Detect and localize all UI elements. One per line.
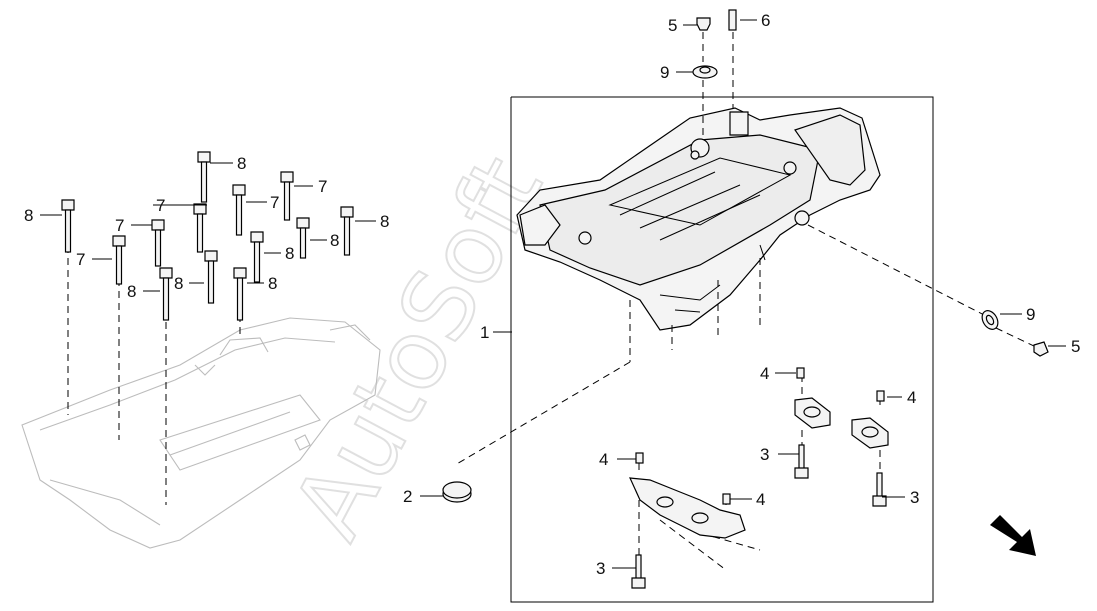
callout-7-b: 7 bbox=[270, 193, 279, 212]
callout-4-c: 4 bbox=[599, 450, 608, 469]
bolt-long bbox=[340, 206, 376, 256]
callout-9-right: 9 bbox=[1026, 305, 1035, 324]
plug-top bbox=[696, 17, 711, 31]
bolts-7-8-group bbox=[40, 151, 376, 321]
bolts-3 bbox=[631, 444, 887, 589]
bolt-long bbox=[189, 250, 218, 304]
callout-4-d: 4 bbox=[756, 490, 765, 509]
watermark-text: AutoSoft bbox=[271, 139, 563, 556]
callout-3-a: 3 bbox=[760, 445, 769, 464]
callout-3-b: 3 bbox=[910, 488, 919, 507]
cylinder-head bbox=[516, 107, 881, 331]
expansion-plug bbox=[442, 481, 472, 503]
seal-right bbox=[981, 310, 999, 330]
callout-7-e: 7 bbox=[76, 250, 85, 269]
arrow-down-right-icon bbox=[990, 515, 1036, 556]
callout-8-g: 8 bbox=[268, 274, 277, 293]
bearing-cap-a bbox=[794, 397, 831, 429]
bolt-long bbox=[153, 203, 207, 253]
bearing-cap-b bbox=[851, 417, 889, 449]
callout-9-top: 9 bbox=[660, 63, 669, 82]
callout-2: 2 bbox=[403, 487, 412, 506]
bolt-long bbox=[232, 184, 267, 236]
callout-6: 6 bbox=[761, 11, 770, 30]
bolt-long bbox=[197, 151, 233, 203]
callout-8-f: 8 bbox=[174, 274, 183, 293]
watermark: AutoSoft bbox=[270, 138, 564, 557]
bearing-cap-c bbox=[629, 477, 746, 539]
seal-top bbox=[692, 65, 718, 79]
callout-1: 1 bbox=[480, 323, 489, 342]
bolt-long bbox=[131, 219, 165, 267]
bolt-long bbox=[233, 267, 264, 321]
bolt-long bbox=[143, 267, 173, 321]
bolt-long bbox=[280, 171, 313, 221]
callout-7-a: 7 bbox=[318, 177, 327, 196]
callout-4-b: 4 bbox=[907, 388, 916, 407]
bolt-long bbox=[40, 199, 75, 253]
callouts: 5 6 9 1 2 9 5 4 4 4 4 3 3 3 8 7 7 7 8 8 … bbox=[24, 11, 1080, 578]
callout-8-b: 8 bbox=[24, 206, 33, 225]
bolt-long bbox=[92, 235, 126, 285]
assembly-frame bbox=[510, 96, 934, 603]
callout-3-c: 3 bbox=[596, 559, 605, 578]
callout-5-top: 5 bbox=[668, 16, 677, 35]
plug-right bbox=[1033, 341, 1049, 357]
callout-4-a: 4 bbox=[760, 364, 769, 383]
cylinder-head-ghost bbox=[21, 317, 381, 549]
left-guide-lines bbox=[67, 246, 241, 505]
dowel-pin bbox=[728, 9, 737, 31]
callout-8-h: 8 bbox=[127, 282, 136, 301]
callout-5-right: 5 bbox=[1071, 337, 1080, 356]
callout-8-c: 8 bbox=[380, 212, 389, 231]
dowels-4 bbox=[635, 367, 885, 505]
bolt-long bbox=[296, 217, 327, 259]
bolt-long bbox=[250, 231, 281, 283]
callout-8-e: 8 bbox=[285, 244, 294, 263]
callout-7-c: 7 bbox=[156, 196, 165, 215]
callout-8-a: 8 bbox=[237, 154, 246, 173]
callout-8-d: 8 bbox=[330, 231, 339, 250]
callout-7-d: 7 bbox=[115, 216, 124, 235]
leader-lines bbox=[420, 19, 1066, 569]
